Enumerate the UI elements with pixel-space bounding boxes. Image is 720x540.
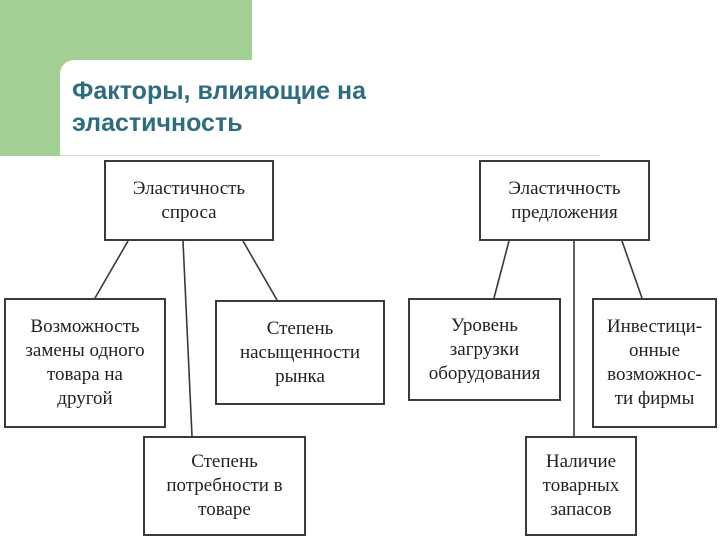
slide-title: Факторы, влияющие на эластичность xyxy=(72,77,366,137)
connector-demand-need xyxy=(182,240,193,437)
title-panel xyxy=(60,60,720,156)
substitution-possibility-box: Возможность замены одного товара на друг… xyxy=(4,298,166,428)
connector-supply-investment xyxy=(621,240,643,299)
connector-demand-saturation xyxy=(242,240,278,301)
demand-elasticity-box: Эластичность спроса xyxy=(104,160,274,241)
inventory-availability-box: Наличие товарных запасов xyxy=(525,436,637,536)
supply-elasticity-box: Эластичность предложения xyxy=(479,160,650,241)
equipment-load-box: Уровень загрузки оборудования xyxy=(408,298,561,401)
title-divider xyxy=(60,155,600,156)
connector-supply-capacity xyxy=(493,240,510,299)
investment-opportunities-box: Инвестици- онные возможнос- ти фирмы xyxy=(592,298,717,428)
need-degree-box: Степень потребности в товаре xyxy=(143,436,306,536)
market-saturation-box: Степень насыщенности рынка xyxy=(215,300,385,405)
connector-demand-substitution xyxy=(94,240,129,299)
